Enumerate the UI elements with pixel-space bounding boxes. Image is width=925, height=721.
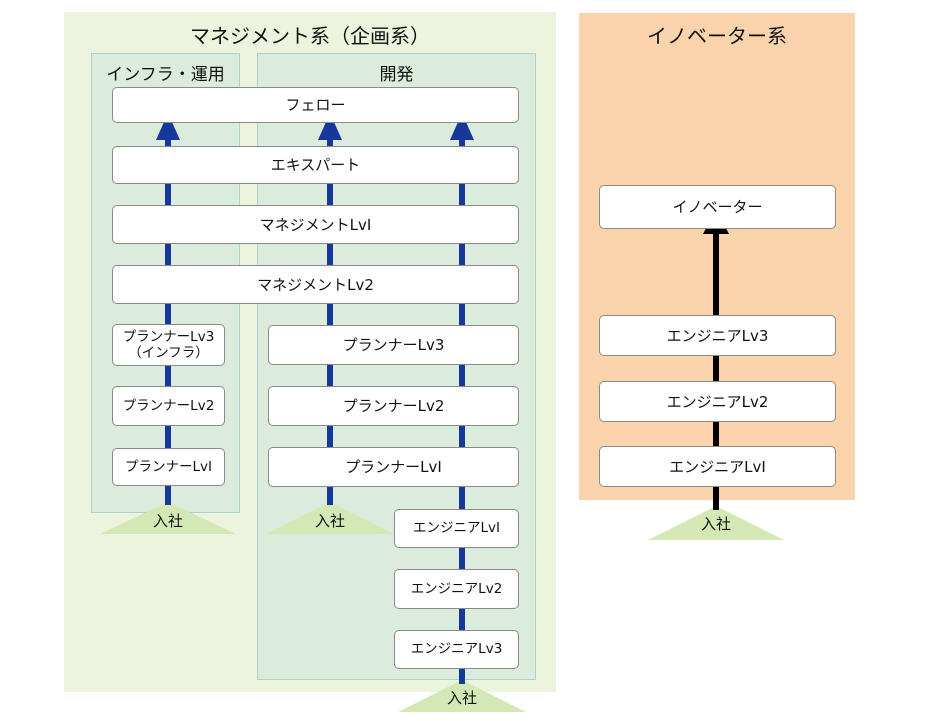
dev-engineer-lv2-box: エンジニアLv2 [394, 569, 519, 609]
management-lv1-box: マネジメントLvⅠ [112, 205, 519, 244]
infra-planner-lv3-label: プランナーLv3 [122, 328, 215, 345]
infra-planner-lv1-box: プランナーLvⅠ [112, 448, 225, 486]
development-title: 開発 [379, 65, 414, 85]
arrow-head-dev-engineer [450, 113, 474, 140]
innovator-engineer-lv2-box: エンジニアLv2 [599, 381, 836, 422]
dev-engineer-lv3-box: エンジニアLv3 [394, 630, 519, 669]
entry-label-dev-engineer: 入社 [446, 689, 477, 707]
entry-triangle-innovator [648, 506, 784, 540]
dev-planner-lv1-box: プランナーLvⅠ [268, 447, 519, 487]
innovator-engineer-lv3-box: エンジニアLv3 [599, 315, 836, 356]
entry-triangle-dev-planner [266, 502, 394, 534]
dev-planner-lv3-box: プランナーLv3 [268, 325, 519, 365]
dev-planner-lv2-box: プランナーLv2 [268, 386, 519, 426]
management-track-title: マネジメント系（企画系） [190, 24, 430, 48]
fellow-box: フェロー [112, 87, 519, 123]
infra-ops-title: インフラ・運用 [106, 65, 225, 85]
management-lv2-box: マネジメントLv2 [112, 265, 519, 304]
infra-planner-lv2-box: プランナーLv2 [112, 386, 225, 426]
entry-label-innovator: 入社 [700, 515, 731, 533]
arrow-head-infra [156, 113, 180, 140]
entry-label-infra: 入社 [152, 512, 183, 530]
arrow-head-dev-planner [318, 113, 342, 140]
entry-label-dev-planner: 入社 [314, 512, 345, 530]
innovator-box: イノベーター [599, 185, 836, 229]
innovator-engineer-lv1-box: エンジニアLvⅠ [599, 446, 836, 487]
entry-triangle-dev-engineer [398, 680, 526, 712]
infra-planner-lv3-sublabel: （インフラ） [128, 345, 209, 361]
infra-planner-lv3-box: プランナーLv3 （インフラ） [112, 324, 225, 366]
expert-box: エキスパート [112, 146, 519, 184]
entry-triangles [100, 502, 784, 712]
innovator-track-title: イノベーター系 [647, 24, 787, 48]
dev-engineer-lv1-box: エンジニアLvⅠ [394, 509, 519, 548]
entry-triangle-infra [100, 502, 236, 534]
